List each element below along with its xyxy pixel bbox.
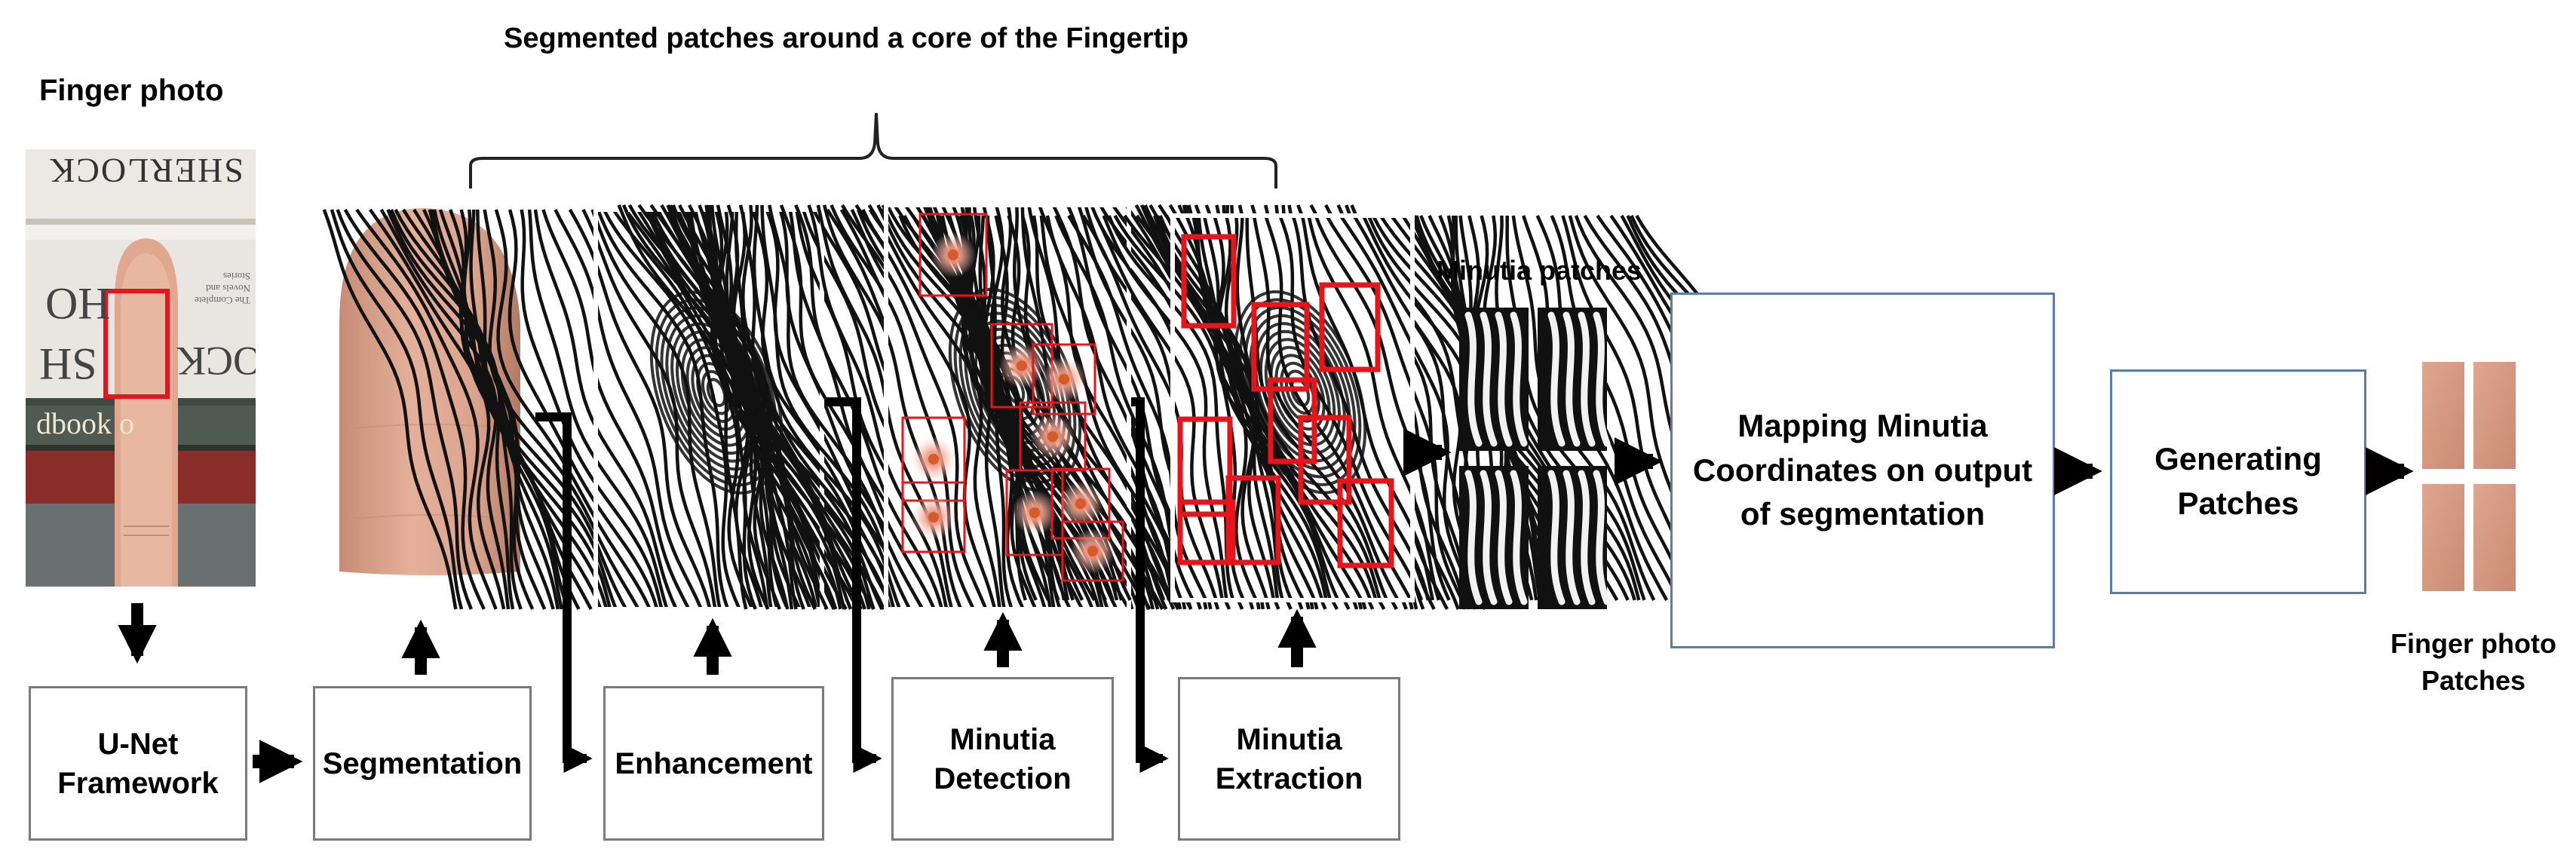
book-bottom-spine-text: dbook o (36, 406, 134, 440)
segmentation-box: Segmentation (313, 686, 532, 841)
finger-photo-title: Finger photo (39, 74, 224, 107)
minutia-detection-box: Minutia Detection (891, 677, 1114, 841)
finger-photo-patches (2422, 362, 2516, 591)
elbow-enhancement-to-detection (826, 397, 882, 774)
minutia-patches-label: Minutia patches (1437, 255, 1642, 286)
finger-photo: SHERLOCK SH HO ERLOCK The Complete Novel… (26, 149, 256, 587)
elbow-segmentation-to-enhancement (535, 412, 593, 774)
top-title: Segmented patches around a core of the F… (504, 23, 1188, 54)
elbow-detection-to-extraction (1131, 397, 1169, 774)
extraction-markers (1177, 234, 1394, 568)
mapping-minutia-box: Mapping Minutia Coordinates on output of… (1670, 293, 2055, 648)
generating-patches-box: Generating Patches (2110, 369, 2366, 594)
unet-framework-box: U-Net Framework (29, 686, 247, 841)
finger-photo-patches-label: Finger photo Patches (2390, 628, 2556, 696)
detection-markers (901, 213, 1124, 582)
minutia-patches (1459, 308, 1611, 609)
enhancement-box: Enhancement (603, 686, 824, 841)
grouping-brace (469, 112, 1277, 188)
minutia-extraction-box: Minutia Extraction (1178, 677, 1400, 841)
